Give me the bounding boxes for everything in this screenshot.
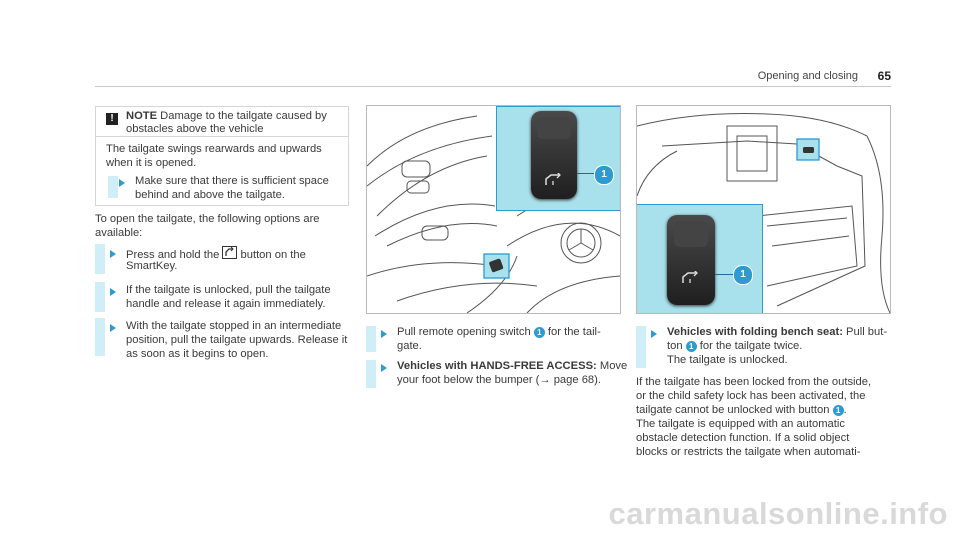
- col2-step1-text-a: Pull remote opening switch: [397, 326, 531, 338]
- col3-step1-line2: ton 1 for the tailgate twice.: [667, 340, 802, 354]
- col1-step1-line1: Press and hold the button on the: [126, 246, 306, 263]
- col1-step2-line1: If the tailgate is unlocked, pull the ta…: [126, 284, 331, 296]
- warning-icon: !: [106, 113, 118, 125]
- step-bar: [95, 318, 105, 356]
- col3-step1-bold: Vehicles with folding bench seat:: [667, 326, 843, 338]
- intro-line1: To open the tailgate, the following opti…: [95, 213, 320, 225]
- switch-zoom-panel: 1: [496, 106, 620, 211]
- col3-para1-text-b: .: [843, 404, 847, 416]
- col3-para1-line2: or the child safety lock has been activa…: [636, 390, 866, 402]
- col3-para1-line1: If the tailgate has been locked from the…: [636, 376, 872, 388]
- col2-step1-line2: gate.: [397, 340, 422, 352]
- callout-badge-inline: 1: [832, 405, 844, 416]
- col2-step2-bold: Vehicles with HANDS-FREE ACCESS:: [397, 360, 597, 372]
- door-switch-illustration: 1: [366, 105, 621, 314]
- note-title-line1: NOTE Damage to the tailgate caused by: [126, 110, 346, 124]
- callout-leader: [577, 173, 594, 174]
- col3-step1-line1: Vehicles with folding bench seat: Pull b…: [667, 326, 887, 340]
- col1-step1-text-a: Press and hold the: [126, 249, 220, 261]
- col3-step1-text-a: ton: [667, 340, 683, 352]
- col1-step1-line2: SmartKey.: [126, 260, 178, 272]
- col3-step1-rest: Pull but-: [842, 326, 888, 338]
- remote-opening-switch: [531, 111, 577, 199]
- folding-seat-tailgate-button: [667, 215, 715, 305]
- trunk-switch-illustration: 1: [636, 105, 891, 314]
- section-title: Opening and closing: [757, 70, 858, 82]
- col3-para1-line3: tailgate cannot be unlocked with button …: [636, 404, 847, 418]
- button-top-cap: [674, 221, 708, 247]
- step-bar: [366, 326, 376, 352]
- step-bar: [108, 176, 118, 198]
- step-bar: [636, 326, 646, 368]
- step-arrow-icon: [381, 364, 387, 372]
- button-zoom-panel: 1: [637, 204, 763, 313]
- header-rule: [95, 86, 891, 87]
- callout-badge-inline: 1: [533, 327, 545, 338]
- note-header: ! NOTE Damage to the tailgate caused by …: [96, 107, 348, 137]
- intro-line2: available:: [95, 227, 143, 239]
- step-arrow-icon: [110, 288, 116, 296]
- col2-step1-line1: Pull remote opening switch 1 for the tai…: [397, 326, 601, 340]
- col3-step1-line3: The tailgate is unlocked.: [667, 354, 788, 366]
- col1-step1-text-b: button on the: [240, 249, 306, 261]
- switch-top-cap: [537, 117, 571, 139]
- col3-para2-line3: blocks or restricts the tailgate when au…: [636, 446, 861, 458]
- callout-leader: [715, 274, 733, 275]
- col1-step3-line1: With the tailgate stopped in an intermed…: [126, 320, 342, 332]
- note-body-line1: The tailgate swings rearwards and upward…: [106, 143, 322, 155]
- step-arrow-icon: [651, 330, 657, 338]
- col2-step2-line1: Vehicles with HANDS-FREE ACCESS: Move: [397, 360, 627, 374]
- tailgate-symbol-icon: [545, 173, 561, 185]
- step-bar: [366, 360, 376, 388]
- col3-para2-line2: obstacle detection function. If a solid …: [636, 432, 850, 444]
- tailgate-button-icon: [222, 246, 238, 259]
- col2-step1-text-b: for the tail-: [547, 326, 601, 338]
- door-interior-drawing: [367, 115, 620, 313]
- note-title-rest: Damage to the tailgate caused by: [157, 110, 327, 122]
- col1-step3-line3: as soon as it begins to open.: [126, 348, 269, 360]
- step-arrow-icon: [119, 179, 125, 187]
- col3-para1-text-a: tailgate cannot be unlocked with button: [636, 404, 830, 416]
- step-bar: [95, 244, 105, 274]
- note-title-line2: obstacles above the vehicle: [126, 123, 264, 135]
- callout-badge: 1: [733, 265, 753, 285]
- col1-step2-line2: handle and release it again immediately.: [126, 298, 326, 310]
- step-arrow-icon: [110, 324, 116, 332]
- page-number: 65: [877, 69, 891, 83]
- note-step-line2: behind and above the tailgate.: [135, 189, 285, 201]
- tailgate-symbol-icon: [682, 271, 698, 283]
- note-title: NOTE: [126, 110, 158, 122]
- col1-step3-line2: position, pull the tailgate upwards. Rel…: [126, 334, 348, 346]
- step-arrow-icon: [381, 330, 387, 338]
- col3-step1-text-b: for the tailgate twice.: [699, 340, 803, 352]
- col2-step2-line2: your foot below the bumper (→ page 68).: [397, 374, 601, 386]
- callout-badge-inline: 1: [685, 341, 697, 352]
- col3-para2-line1: The tailgate is equipped with an automat…: [636, 418, 845, 430]
- note-step-line1: Make sure that there is sufficient space: [135, 175, 329, 187]
- note-box: ! NOTE Damage to the tailgate caused by …: [95, 106, 349, 206]
- step-arrow-icon: [110, 250, 116, 258]
- watermark: carmanualsonline.info: [608, 496, 948, 531]
- trunk-drawing: [637, 113, 890, 313]
- step-bar: [95, 282, 105, 312]
- callout-badge: 1: [594, 165, 614, 185]
- col2-step2-rest: Move: [596, 360, 628, 372]
- note-body-line2: when it is opened.: [106, 157, 197, 169]
